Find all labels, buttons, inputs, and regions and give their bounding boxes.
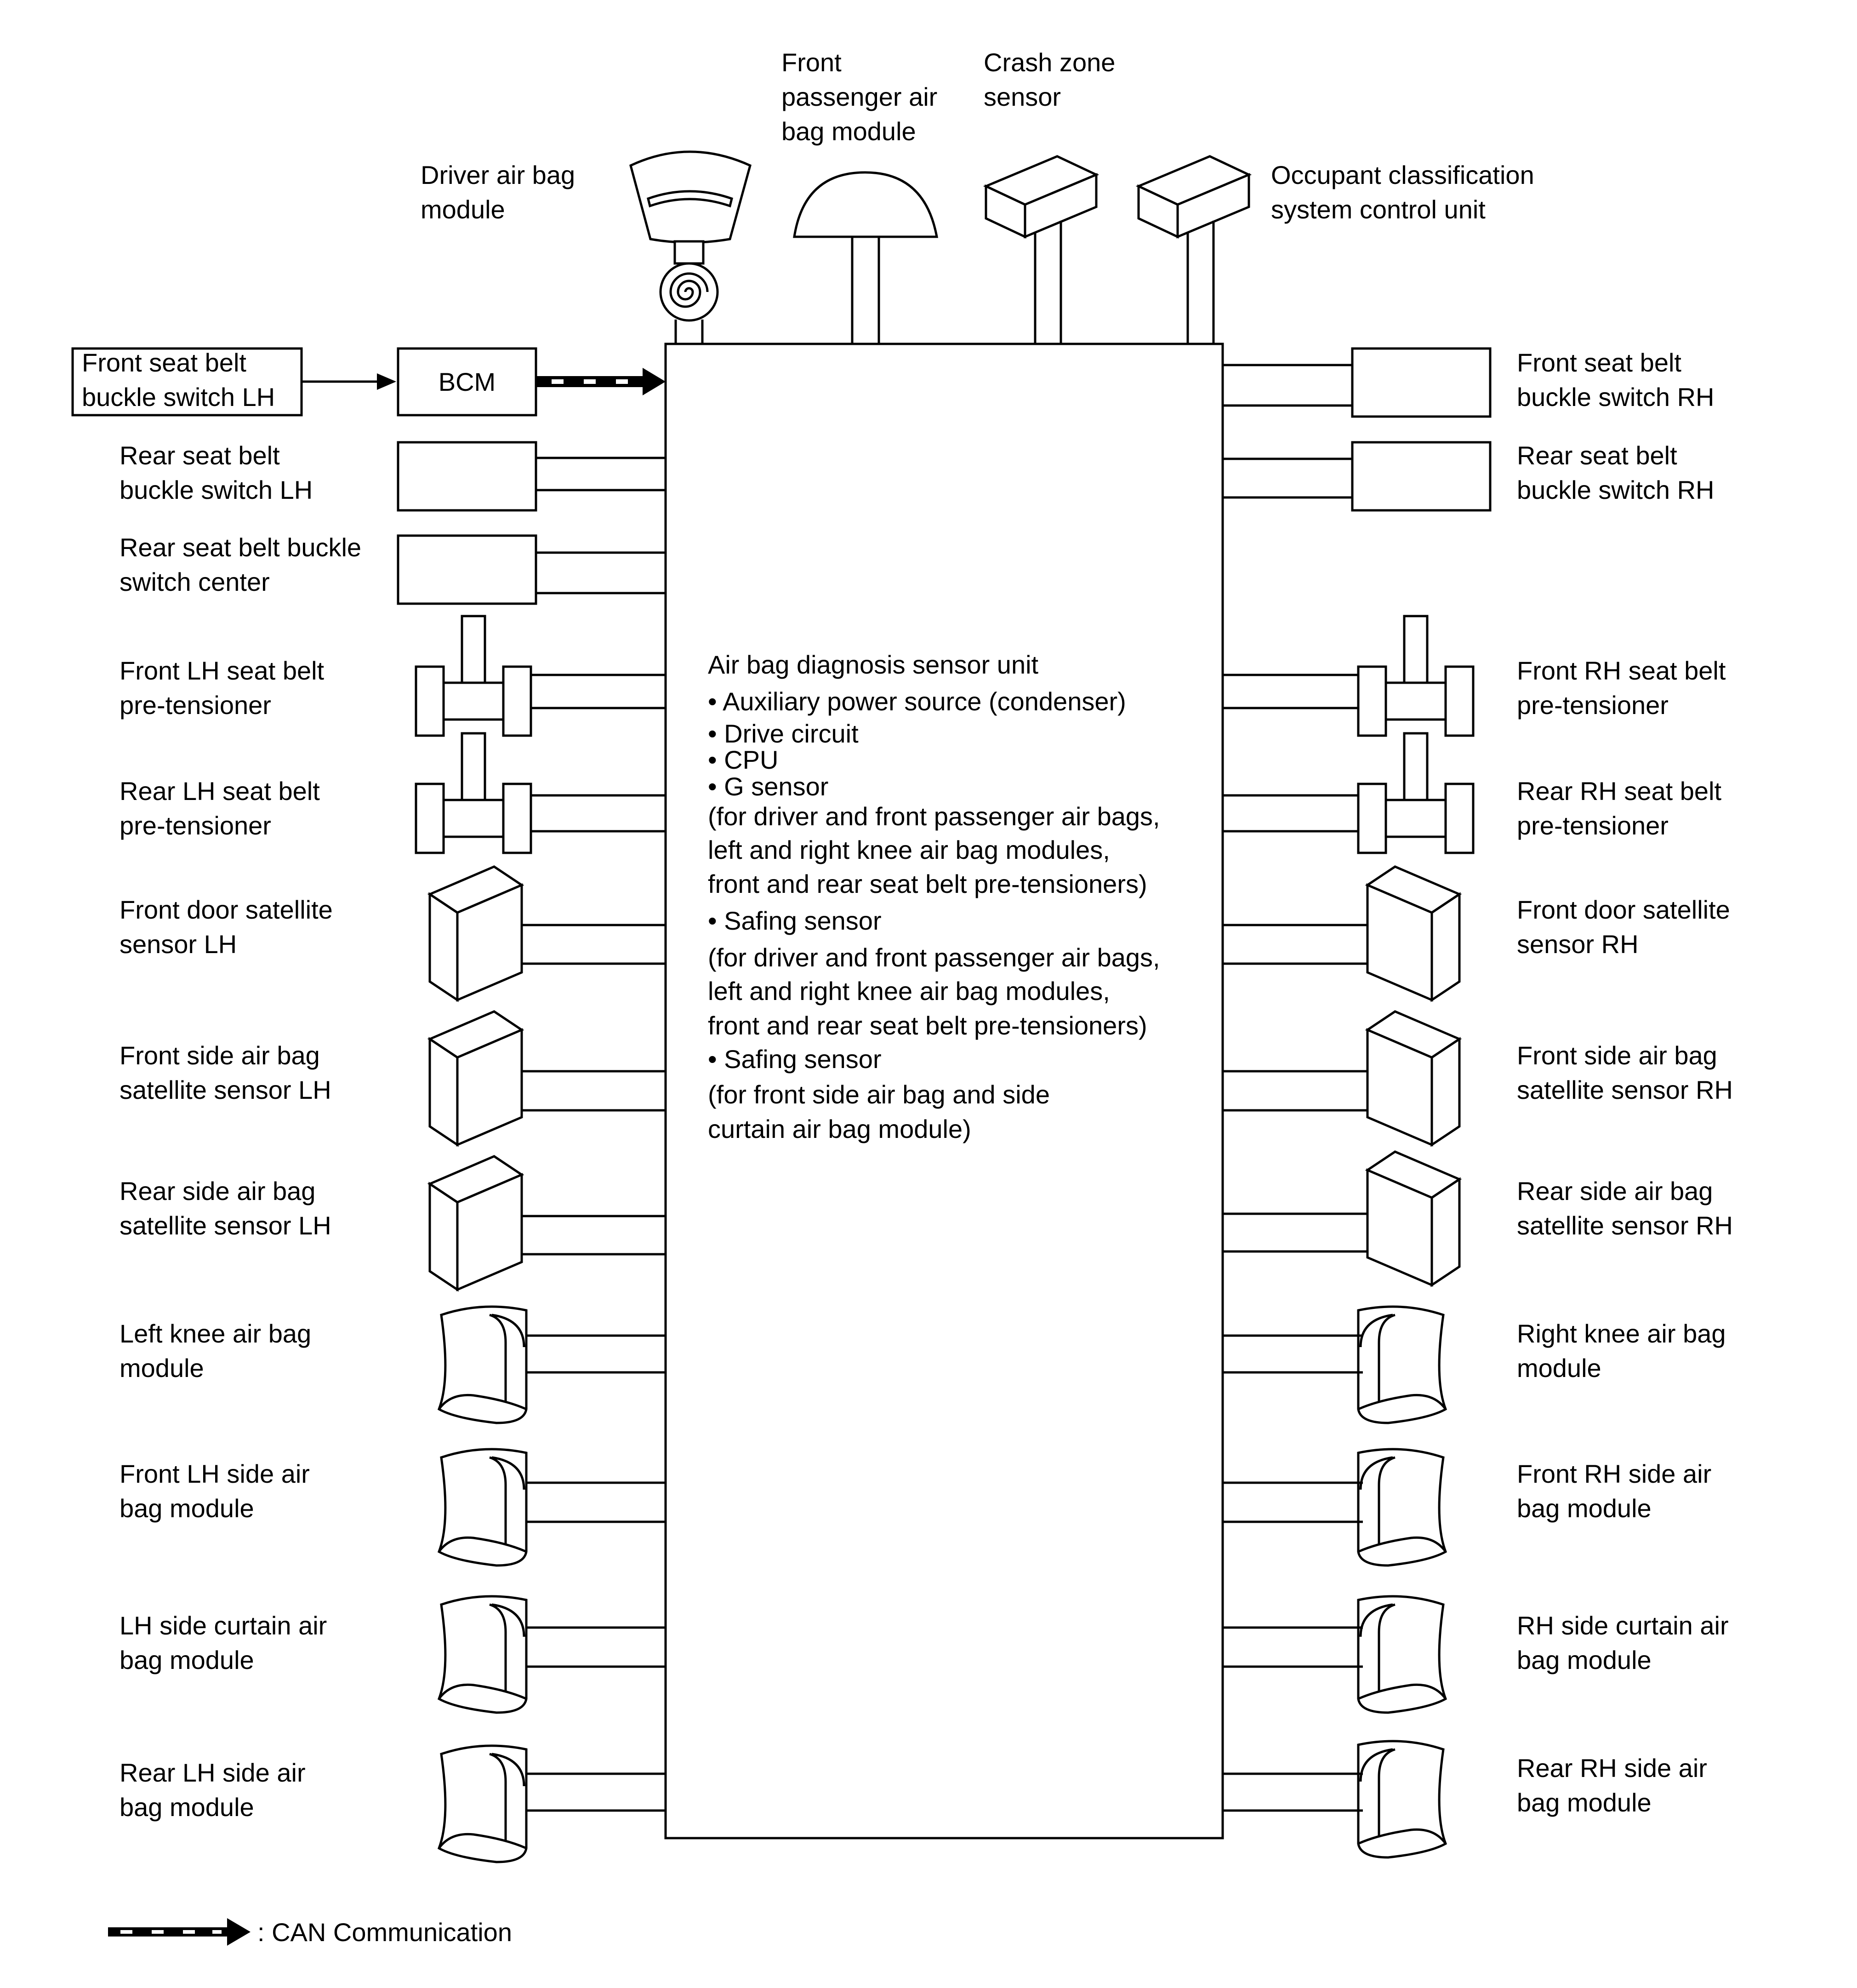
rear-pretensioner-rh-label: Rear RH seat belt bbox=[1517, 777, 1722, 805]
front-side-sensor-rh-label: satellite sensor RH bbox=[1517, 1075, 1733, 1104]
rear-rh-side-label: Rear RH side air bbox=[1517, 1754, 1707, 1782]
rear-pretensioner-lh-label: pre-tensioner bbox=[120, 811, 271, 840]
front-lh-side-label: bag module bbox=[120, 1494, 254, 1523]
central-unit-spec-line: front and rear seat belt pre-tensioners) bbox=[708, 1011, 1147, 1040]
central-unit-spec-line: (for driver and front passenger air bags… bbox=[708, 943, 1160, 972]
front-door-sensor-lh-label: sensor LH bbox=[120, 930, 237, 959]
rear-side-sensor-lh-label: Rear side air bag bbox=[120, 1177, 315, 1205]
right-knee-label: Right knee air bag bbox=[1517, 1319, 1726, 1348]
front-pretensioner-lh-label: pre-tensioner bbox=[120, 691, 271, 720]
bcm-label: BCM bbox=[439, 367, 496, 396]
central-unit-spec-line: • Drive circuit bbox=[708, 719, 859, 748]
crash-zone-sensor-icon bbox=[983, 155, 1099, 344]
front-door-sensor-lh-label: Front door satellite bbox=[120, 895, 333, 924]
central-unit-spec-line: (for front side air bag and side bbox=[708, 1080, 1050, 1109]
front-door-sensor-rh-label: Front door satellite bbox=[1517, 895, 1730, 924]
central-unit-spec-line: front and rear seat belt pre-tensioners) bbox=[708, 869, 1147, 898]
driver-label: module bbox=[421, 195, 505, 224]
central-unit-title: Air bag diagnosis sensor unit bbox=[708, 650, 1039, 679]
passenger-label: passenger air bbox=[781, 82, 937, 111]
crash-label: sensor bbox=[984, 82, 1061, 111]
dome-airbag-icon bbox=[793, 171, 939, 344]
rear-side-sensor-lh-label: satellite sensor LH bbox=[120, 1211, 331, 1240]
rear-belt-center-label: Rear seat belt buckle bbox=[120, 533, 361, 562]
central-unit-spec-line: • Safing sensor bbox=[708, 1045, 882, 1074]
front-pretensioner-lh-label: Front LH seat belt bbox=[120, 656, 325, 685]
central-unit-specs: • Auxiliary power source (condenser) • Dr… bbox=[708, 687, 1160, 1143]
rear-belt-lh-label: buckle switch LH bbox=[120, 475, 313, 504]
rear-lh-side-label: bag module bbox=[120, 1793, 254, 1822]
central-unit-spec-line: left and right knee air bag modules, bbox=[708, 977, 1110, 1005]
front-pretensioner-rh-label: Front RH seat belt bbox=[1517, 656, 1726, 685]
bcm-box bbox=[397, 347, 537, 417]
driver-label: Driver air bag bbox=[421, 160, 575, 189]
front-belt-lh-label: Front seat belt bbox=[82, 348, 246, 377]
rear-pretensioner-lh-label: Rear LH seat belt bbox=[120, 777, 320, 805]
front-belt-buckle-switch-lh-box bbox=[71, 347, 303, 417]
central-unit-spec-line: (for driver and front passenger air bags… bbox=[708, 802, 1160, 831]
legend-text: : CAN Communication bbox=[257, 1918, 512, 1947]
rh-curtain-label: bag module bbox=[1517, 1645, 1652, 1674]
central-unit-spec-line: curtain air bag module) bbox=[708, 1114, 971, 1143]
central-unit-spec-line: • CPU bbox=[708, 745, 778, 774]
front-door-sensor-rh-label: sensor RH bbox=[1517, 930, 1639, 959]
front-side-sensor-rh-label: Front side air bag bbox=[1517, 1041, 1717, 1070]
passenger-label: Front bbox=[781, 48, 842, 77]
driver-airbag-icon bbox=[629, 150, 752, 344]
crash-label: Crash zone bbox=[984, 48, 1115, 77]
rear-side-sensor-rh-label: satellite sensor RH bbox=[1517, 1211, 1733, 1240]
right-knee-label: module bbox=[1517, 1354, 1601, 1382]
can-arrow-icon bbox=[108, 1918, 251, 1946]
front-lh-side-label: Front LH side air bbox=[120, 1459, 310, 1488]
legend: : CAN Communication bbox=[108, 1918, 512, 1947]
rh-curtain-label: RH side curtain air bbox=[1517, 1611, 1729, 1640]
rear-pretensioner-rh-label: pre-tensioner bbox=[1517, 811, 1669, 840]
occupant-classification-unit-icon bbox=[1135, 155, 1252, 344]
front-belt-rh-label: buckle switch RH bbox=[1517, 383, 1714, 411]
front-rh-side-label: bag module bbox=[1517, 1494, 1652, 1523]
rear-side-sensor-rh-label: Rear side air bag bbox=[1517, 1177, 1713, 1205]
central-unit-spec-line: left and right knee air bag modules, bbox=[708, 835, 1110, 864]
central-unit-spec-line: • Auxiliary power source (condenser) bbox=[708, 687, 1126, 716]
occupant-label: Occupant classification bbox=[1271, 160, 1534, 189]
rear-belt-center-label: switch center bbox=[120, 567, 270, 596]
left-knee-label: Left knee air bag bbox=[120, 1319, 311, 1348]
front-rh-side-label: Front RH side air bbox=[1517, 1459, 1711, 1488]
lh-curtain-label: LH side curtain air bbox=[120, 1611, 327, 1640]
central-unit-spec-line: • G sensor bbox=[708, 772, 828, 801]
rear-rh-side-label: bag module bbox=[1517, 1788, 1652, 1817]
occupant-label: system control unit bbox=[1271, 195, 1486, 224]
central-unit-spec-line: • Safing sensor bbox=[708, 906, 882, 935]
can-communication-arrow bbox=[537, 368, 666, 395]
left-knee-label: module bbox=[120, 1354, 204, 1382]
lh-curtain-label: bag module bbox=[120, 1645, 254, 1674]
airbag-diagnosis-sensor-unit bbox=[664, 343, 1224, 1839]
front-belt-lh-label: buckle switch LH bbox=[82, 383, 275, 411]
front-side-sensor-lh-label: satellite sensor LH bbox=[120, 1075, 331, 1104]
front-side-sensor-lh-label: Front side air bag bbox=[120, 1041, 320, 1070]
rear-belt-rh-label: Rear seat belt bbox=[1517, 441, 1677, 470]
passenger-label: bag module bbox=[781, 117, 916, 146]
rear-belt-rh-label: buckle switch RH bbox=[1517, 475, 1714, 504]
front-pretensioner-rh-label: pre-tensioner bbox=[1517, 691, 1669, 720]
front-belt-rh-label: Front seat belt bbox=[1517, 348, 1681, 377]
rear-belt-lh-label: Rear seat belt bbox=[120, 441, 280, 470]
rear-lh-side-label: Rear LH side air bbox=[120, 1758, 306, 1787]
